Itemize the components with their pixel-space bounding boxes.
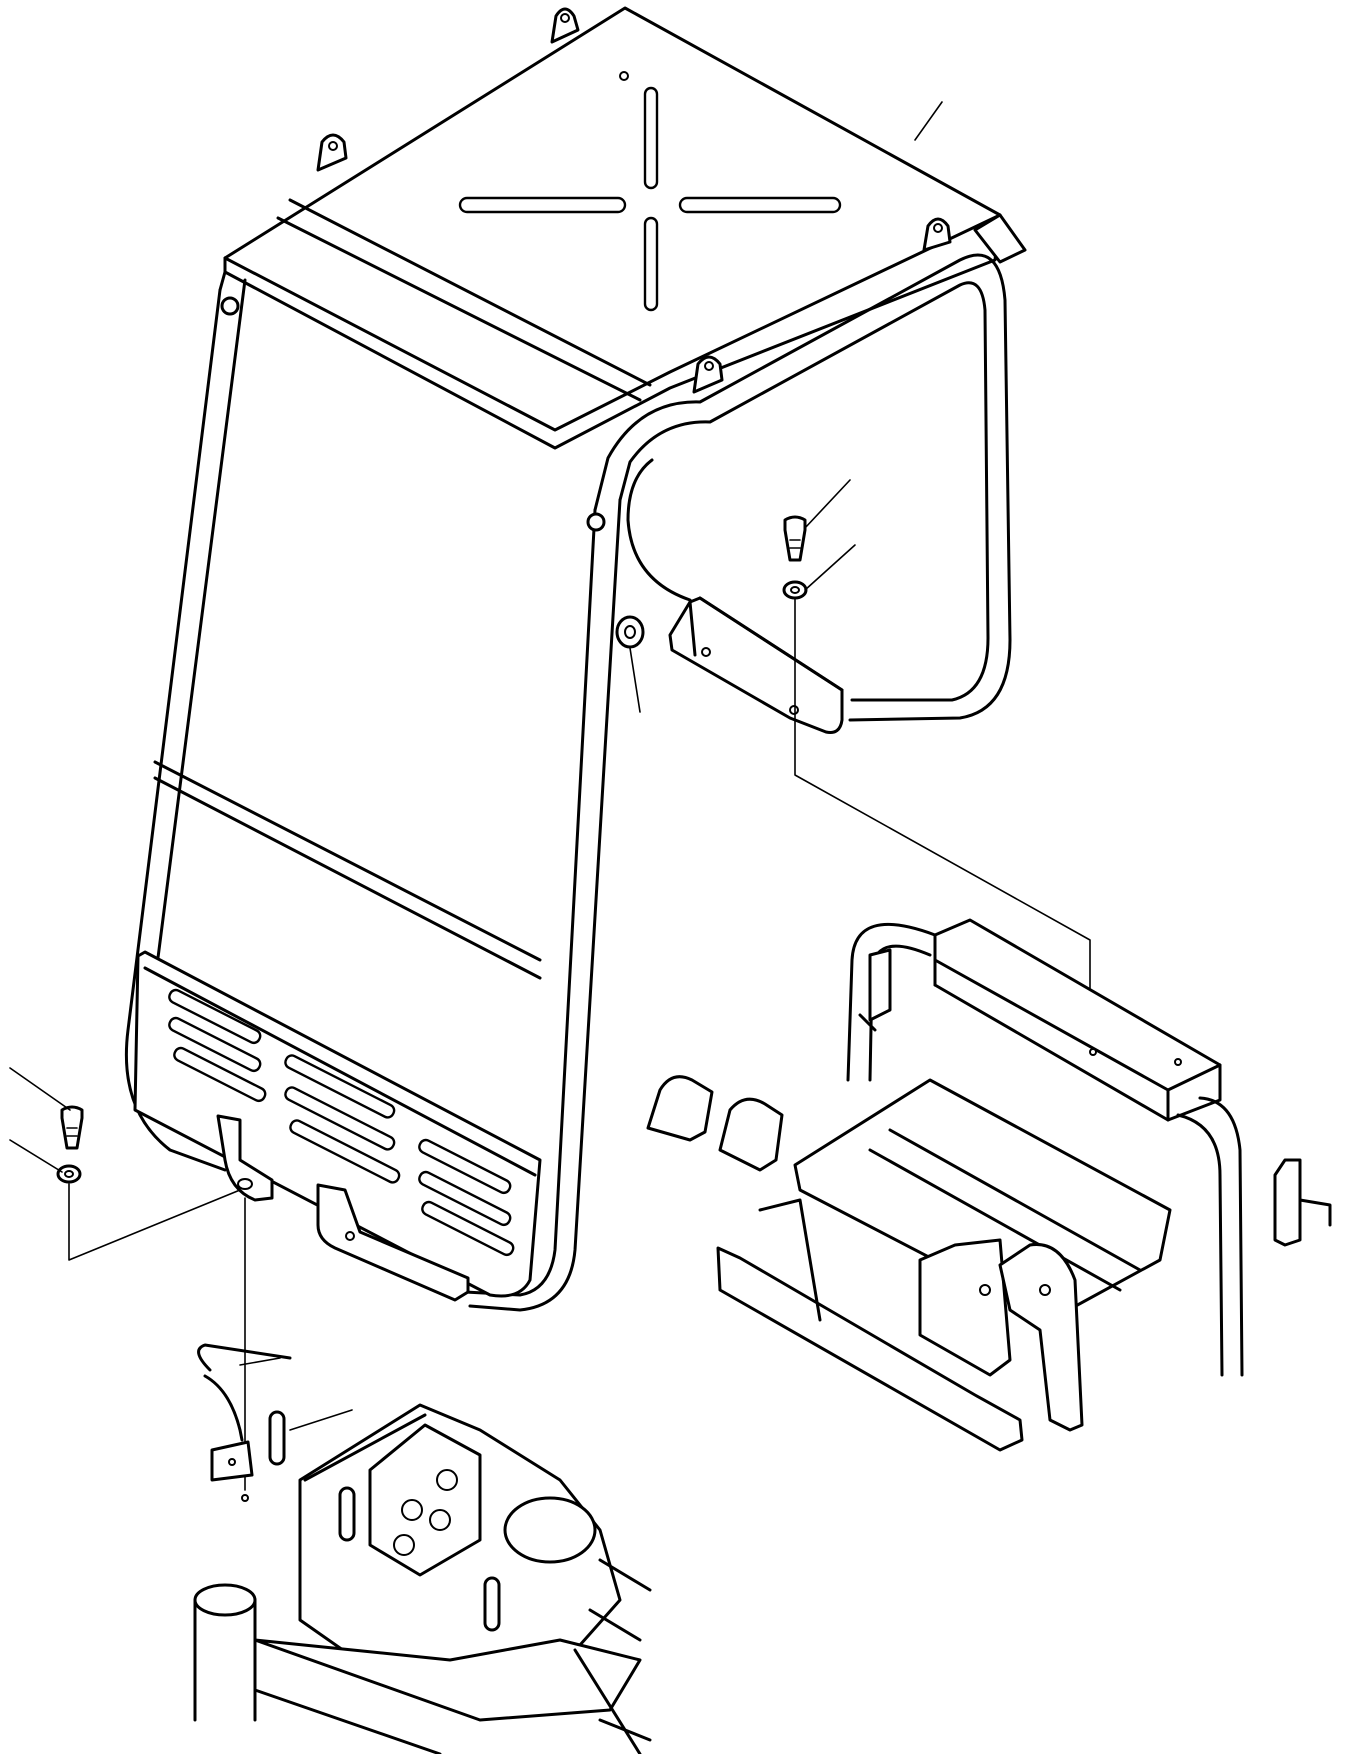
bolt (60, 1105, 84, 1150)
lifting-eye (922, 217, 952, 252)
bolt (783, 515, 807, 562)
lifting-eye (550, 7, 580, 44)
operator-platform-frame (646, 918, 1332, 1452)
rollover-frame (124, 253, 1012, 1312)
upper-frame-mount (193, 1343, 652, 1754)
right-mounting-bracket (668, 596, 844, 734)
washer (782, 580, 808, 600)
canopy-roof (223, 6, 1027, 450)
callout-leaders (9, 101, 943, 1431)
washer (56, 1164, 82, 1184)
lifting-eye (692, 355, 724, 394)
rubber-grommet (615, 615, 645, 649)
lifting-eye (316, 133, 348, 172)
front-guard-panel (133, 950, 542, 1302)
left-mounting-bracket (216, 1114, 274, 1202)
